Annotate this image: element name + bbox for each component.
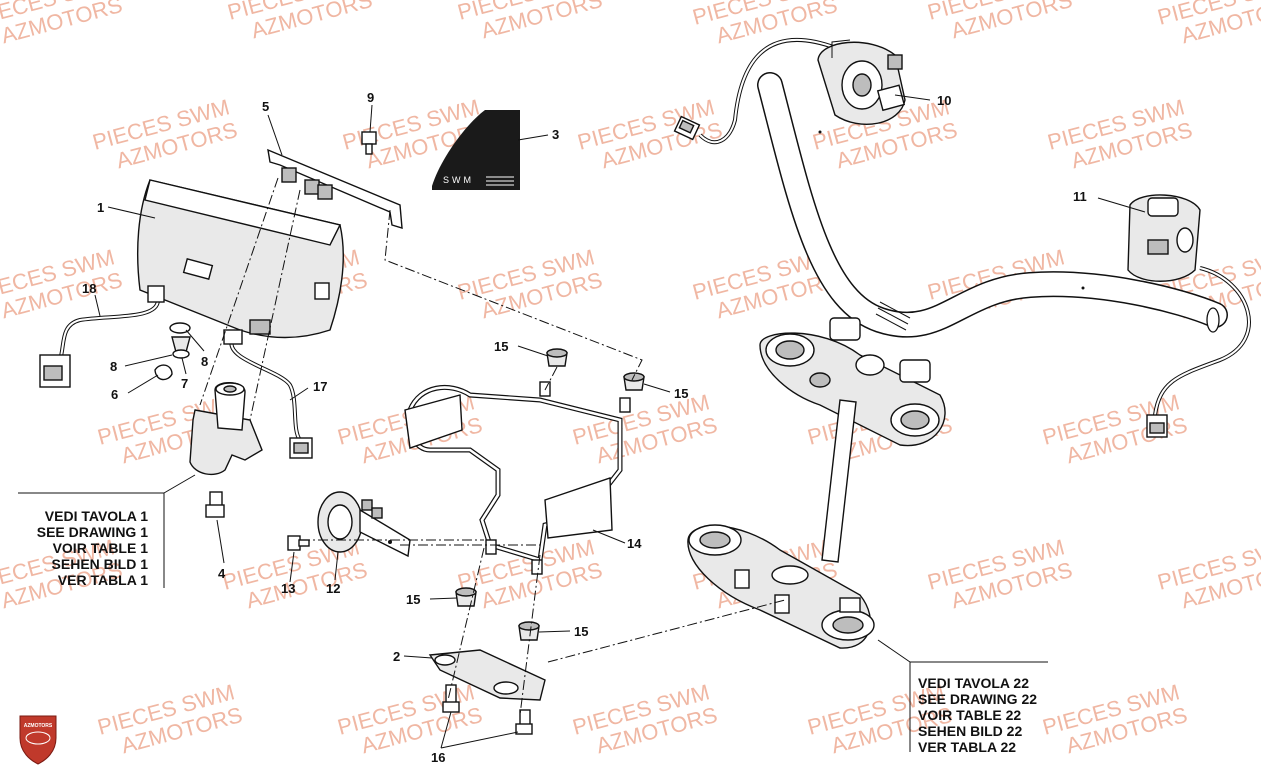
logo-text: AZMOTORS [24,723,53,729]
triple-clamp-lower [687,524,875,649]
callout-8-right: 8 [201,354,208,369]
callout-2: 2 [393,649,400,664]
callout-15-top-left: 15 [494,339,508,354]
decal-3: SWM [432,110,520,190]
note-right-line-5: VER TABLA 22 [918,739,1016,755]
triple-clamp-upper [759,317,946,447]
plate-2 [428,649,546,701]
callout-10: 10 [937,93,951,108]
callout-4: 4 [218,566,226,581]
callout-15-top-right: 15 [674,386,688,401]
note-right-line-4: SEHEN BILD 22 [918,723,1022,739]
callout-15-bottom-left: 15 [406,592,420,607]
note-right-line-3: VOIR TABLE 22 [918,707,1021,723]
note-right: VEDI TAVOLA 22 SEE DRAWING 22 VOIR TABLE… [918,675,1037,755]
note-left: VEDI TAVOLA 1 SEE DRAWING 1 VOIR TABLE 1… [37,508,148,588]
horn-12 [317,491,411,558]
callout-7: 7 [181,376,188,391]
leader-lines [18,94,1146,752]
callout-6: 6 [111,387,118,402]
note-left-line-4: SEHEN BILD 1 [52,556,149,572]
decal-text: SWM [443,175,474,185]
screw-9 [361,131,377,155]
wire-18-connectors [39,285,165,388]
callout-8-left: 8 [110,359,117,374]
left-switch-10 [817,39,906,125]
assembly-lines [199,177,786,716]
callout-16: 16 [431,750,445,765]
callout-3: 3 [552,127,559,142]
callout-14: 14 [627,536,642,551]
note-left-line-1: VEDI TAVOLA 1 [45,508,148,524]
bracket-5 [267,148,403,229]
callout-labels: 1 2 3 4 5 6 7 8 8 9 10 11 12 13 14 15 15… [82,90,1087,765]
wire-17-connectors [223,329,313,459]
callout-15-bottom-right: 15 [574,624,588,639]
azmotors-logo: AZMOTORS [19,715,57,765]
screw-4 [205,491,225,518]
callout-9: 9 [367,90,374,105]
grommets-6-7-8 [154,322,191,381]
callout-13: 13 [281,581,295,596]
note-left-line-3: VOIR TABLE 1 [53,540,149,556]
callout-18: 18 [82,281,96,296]
note-right-line-2: SEE DRAWING 22 [918,691,1037,707]
instrument-cluster-1 [137,179,344,339]
handlebar [757,72,1228,338]
callout-5: 5 [262,99,269,114]
callout-17: 17 [313,379,327,394]
callout-11: 11 [1073,189,1087,204]
steering-stem [821,399,857,563]
note-left-line-5: VER TABLA 1 [58,572,148,588]
callout-1: 1 [97,200,104,215]
note-right-line-1: VEDI TAVOLA 22 [918,675,1029,691]
right-switch-11 [1127,194,1201,282]
headlight-bracket-14 [404,381,631,575]
ignition-switch [189,382,263,476]
connector-11 [1146,414,1168,438]
connector-10 [673,115,701,141]
callout-12: 12 [326,581,340,596]
note-left-line-2: SEE DRAWING 1 [37,524,148,540]
